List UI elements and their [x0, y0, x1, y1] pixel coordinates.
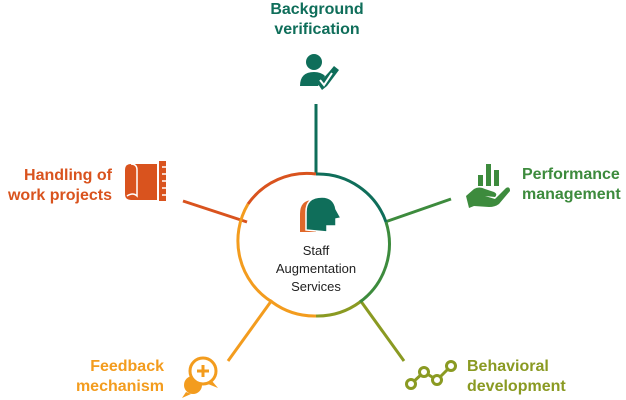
center-title-line2: Augmentation: [275, 261, 357, 276]
node-behavioral-line2: development: [467, 378, 566, 395]
connector-feedback: [226, 299, 274, 362]
user-check-icon: [300, 54, 339, 90]
node-handling-line2: work projects: [7, 187, 112, 204]
center-ring: [236, 171, 391, 318]
node-feedback-line2: mechanism: [75, 378, 164, 395]
node-performance-line2: management: [522, 186, 621, 203]
blueprint-ruler-icon: [125, 161, 166, 201]
center-title-line1: Staff: [302, 243, 330, 258]
center-title-line3: Services: [291, 279, 341, 294]
node-feedback-line1: Feedback: [90, 358, 164, 375]
center-title: Staff Augmentation Services: [241, 242, 391, 296]
node-background-line1: Background: [270, 1, 364, 18]
node-label-background: Background verification: [254, 0, 380, 40]
node-label-behavioral: Behavioral development: [467, 357, 566, 397]
node-performance-line1: Performance: [522, 166, 620, 183]
connector-performance: [384, 197, 452, 224]
node-behavioral-line1: Behavioral: [467, 358, 549, 375]
node-label-feedback: Feedback mechanism: [56, 357, 164, 397]
node-background-line2: verification: [274, 21, 360, 38]
connector-behavioral: [358, 299, 406, 362]
connector-handling: [182, 199, 248, 224]
node-label-performance: Performance management: [522, 165, 621, 205]
two-heads-icon: [300, 196, 343, 233]
node-label-handling: Handling of work projects: [0, 166, 112, 206]
trend-line-icon: [405, 360, 457, 390]
chat-plus-icon: [182, 356, 218, 398]
node-handling-line1: Handling of: [24, 167, 112, 184]
hand-bar-chart-icon: [466, 164, 510, 208]
